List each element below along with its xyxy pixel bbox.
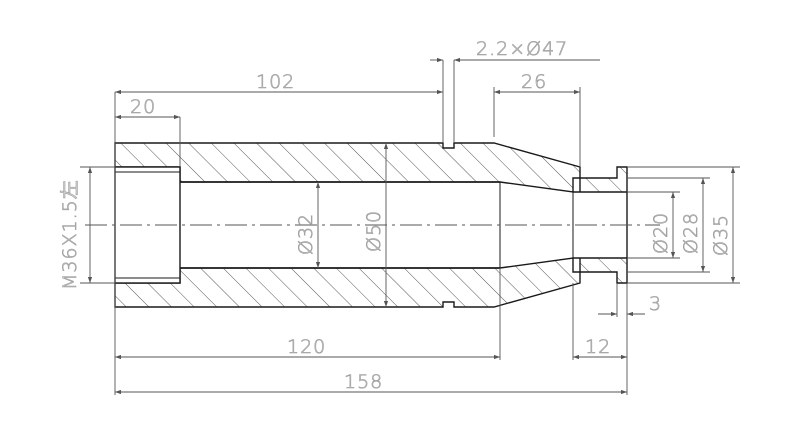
label-32: Ø32 [295,213,317,255]
label-158: 158 [344,371,383,393]
label-50: Ø50 [363,210,385,252]
label-thread: M36X1.5左 [59,179,81,290]
upper-neck-hatch [573,166,628,193]
label-20-dia: Ø20 [650,212,672,254]
label-26: 26 [521,71,547,93]
label-groove: 2.2×Ø47 [476,38,568,60]
label-20: 20 [130,96,156,118]
label-35: Ø35 [710,214,732,256]
dimension-labels: 2.2×Ø47 102 20 26 120 158 12 3 M36X1.5左 … [59,38,733,394]
label-28: Ø28 [680,212,702,254]
label-12: 12 [585,336,611,358]
label-3: 3 [649,293,662,315]
label-120: 120 [287,336,326,358]
dimensions [80,57,740,395]
upper-wall-hatch [114,142,581,193]
lower-neck-hatch [573,257,628,284]
label-102: 102 [256,71,295,93]
lower-wall-hatch [114,257,581,308]
